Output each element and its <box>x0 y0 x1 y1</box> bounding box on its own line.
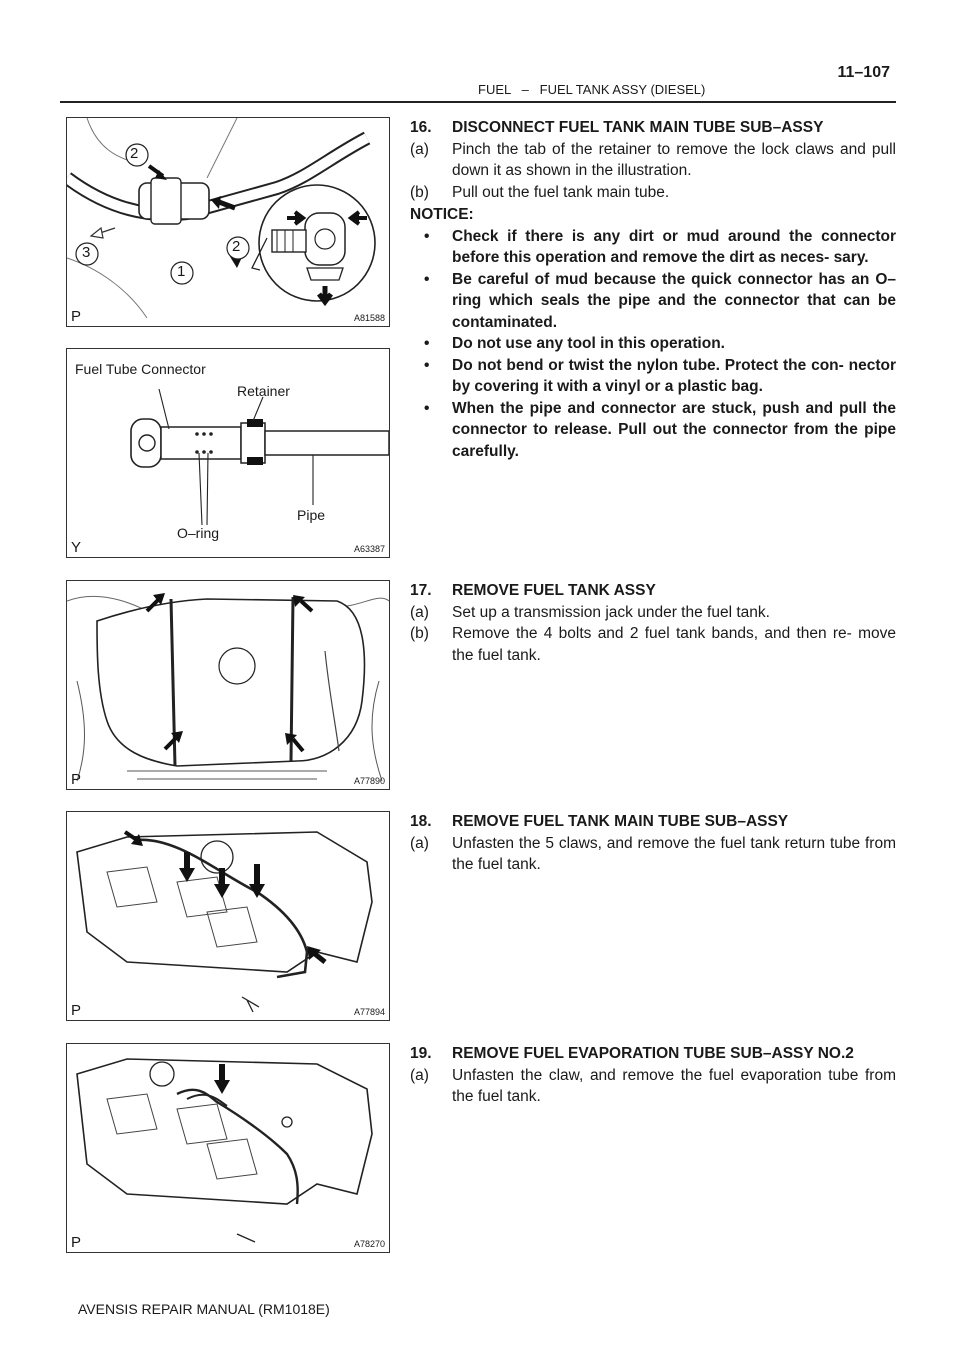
page-footer: AVENSIS REPAIR MANUAL (RM1018E) <box>78 1301 330 1317</box>
callout-2b: 2 <box>232 238 241 255</box>
bullet-icon: • <box>424 227 430 245</box>
step-number: 18. <box>410 813 432 830</box>
substep-label: (b) <box>410 183 429 201</box>
label-o-ring: O–ring <box>177 525 220 541</box>
notice-bullet: • Do not bend or twist the nylon tube. Pr… <box>410 355 896 398</box>
substep: (a) Pinch the tab of the retainer to rem… <box>410 139 896 182</box>
substep-text: Remove the 4 bolts and 2 fuel tank bands… <box>452 625 896 664</box>
bullet-text: When the pipe and connector are stuck, p… <box>452 399 896 460</box>
bullet-icon: • <box>424 356 430 374</box>
step-heading: REMOVE FUEL TANK ASSY <box>452 582 656 599</box>
substep-label: (a) <box>410 603 429 621</box>
step-number: 16. <box>410 119 432 136</box>
substep: (b) Pull out the fuel tank main tube. <box>410 182 896 204</box>
bullet-icon: • <box>424 399 430 417</box>
figure-connector-removal: 2 2 3 1 P A81588 <box>66 117 390 327</box>
label-pipe: Pipe <box>297 507 326 523</box>
notice-bullet: • Check if there is any dirt or mud aroun… <box>410 226 896 269</box>
bullet-icon: • <box>424 335 430 352</box>
step-heading: REMOVE FUEL TANK MAIN TUBE SUB–ASSY <box>452 813 789 830</box>
figure-letter: P <box>71 1234 82 1251</box>
bullet-icon: • <box>424 270 430 288</box>
page-header: FUEL – FUEL TANK ASSY (DIESEL) 11–107 <box>60 62 896 104</box>
step-16: 16. DISCONNECT FUEL TANK MAIN TUBE SUB–A… <box>410 117 896 462</box>
step-18: 18. REMOVE FUEL TANK MAIN TUBE SUB–ASSY … <box>410 811 896 876</box>
substep-text: Pinch the tab of the retainer to remove … <box>452 140 896 180</box>
step-title: 19. REMOVE FUEL EVAPORATION TUBE SUB–ASS… <box>410 1043 896 1065</box>
callout-3: 3 <box>82 244 91 261</box>
substep-text: Unfasten the 5 claws, and remove the fue… <box>452 834 896 874</box>
step-title: 18. REMOVE FUEL TANK MAIN TUBE SUB–ASSY <box>410 811 896 833</box>
figure-letter: P <box>71 1002 82 1019</box>
tank-evaporation-tube-illustration <box>76 1058 373 1243</box>
bullet-text: Be careful of mud because the quick conn… <box>452 270 896 331</box>
figure-connector-section: Fuel Tube Connector Retainer O–ring Pipe… <box>66 348 390 558</box>
step-heading: DISCONNECT FUEL TANK MAIN TUBE SUB–ASSY <box>452 119 824 136</box>
substep-text: Unfasten the claw, and remove the fuel e… <box>452 1066 896 1106</box>
tank-main-tube-illustration <box>76 830 373 1013</box>
connector-illustration <box>67 118 376 319</box>
step-title: 16. DISCONNECT FUEL TANK MAIN TUBE SUB–A… <box>410 117 896 139</box>
header-dash: – <box>521 82 529 97</box>
header-rule <box>60 101 896 103</box>
cross-section-illustration <box>130 388 389 526</box>
substep-label: (b) <box>410 625 429 642</box>
subsection-name: FUEL TANK ASSY (DIESEL) <box>539 82 706 97</box>
figure-fuel-tank-removal: P A77890 <box>66 580 390 790</box>
page-number: 11–107 <box>837 64 890 81</box>
notice-title: NOTICE: <box>410 206 474 223</box>
figure-main-tube-removal: P A77894 <box>66 811 390 1021</box>
figure-code: A77894 <box>353 1007 385 1017</box>
step-number: 17. <box>410 582 432 599</box>
header-section: FUEL – FUEL TANK ASSY (DIESEL) <box>478 82 705 97</box>
step-title: 17. REMOVE FUEL TANK ASSY <box>410 580 896 602</box>
figure-letter: P <box>71 771 82 788</box>
step-19: 19. REMOVE FUEL EVAPORATION TUBE SUB–ASS… <box>410 1043 896 1108</box>
figure-code: A78270 <box>353 1239 385 1249</box>
label-retainer: Retainer <box>237 383 290 399</box>
substep-label: (a) <box>410 140 429 158</box>
figure-letter: Y <box>71 539 82 556</box>
callout-2a: 2 <box>130 145 139 162</box>
substep: (b) Remove the 4 bolts and 2 fuel tank b… <box>410 623 896 666</box>
substep-text: Pull out the fuel tank main tube. <box>452 183 670 201</box>
substep: (a) Unfasten the 5 claws, and remove the… <box>410 833 896 876</box>
step-17: 17. REMOVE FUEL TANK ASSY (a) Set up a t… <box>410 580 896 666</box>
substep-label: (a) <box>410 1066 429 1084</box>
fuel-tank-underside-illustration <box>67 593 389 782</box>
notice-bullet: • Do not use any tool in this operation. <box>410 333 896 355</box>
figure-code: A63387 <box>353 544 385 554</box>
figure-code: A77890 <box>353 776 385 786</box>
bullet-text: Do not bend or twist the nylon tube. Pro… <box>452 356 896 396</box>
callout-1: 1 <box>177 263 186 280</box>
figure-letter: P <box>71 308 82 325</box>
substep-text: Set up a transmission jack under the fue… <box>452 603 770 621</box>
section-name: FUEL <box>478 82 511 97</box>
substep-label: (a) <box>410 834 429 852</box>
step-heading: REMOVE FUEL EVAPORATION TUBE SUB–ASSY NO… <box>452 1045 854 1062</box>
bullet-text: Check if there is any dirt or mud around… <box>452 227 896 267</box>
notice-bullet: • Be careful of mud because the quick con… <box>410 269 896 334</box>
substep: (a) Unfasten the claw, and remove the fu… <box>410 1065 896 1108</box>
bullet-text: Do not use any tool in this operation. <box>452 335 725 352</box>
notice-bullet: • When the pipe and connector are stuck, … <box>410 398 896 463</box>
figure-code: A81588 <box>353 313 385 323</box>
figure-evaporation-tube-removal: P A78270 <box>66 1043 390 1253</box>
label-fuel-tube-connector: Fuel Tube Connector <box>75 361 206 377</box>
substep: (a) Set up a transmission jack under the… <box>410 602 896 624</box>
step-number: 19. <box>410 1045 432 1062</box>
